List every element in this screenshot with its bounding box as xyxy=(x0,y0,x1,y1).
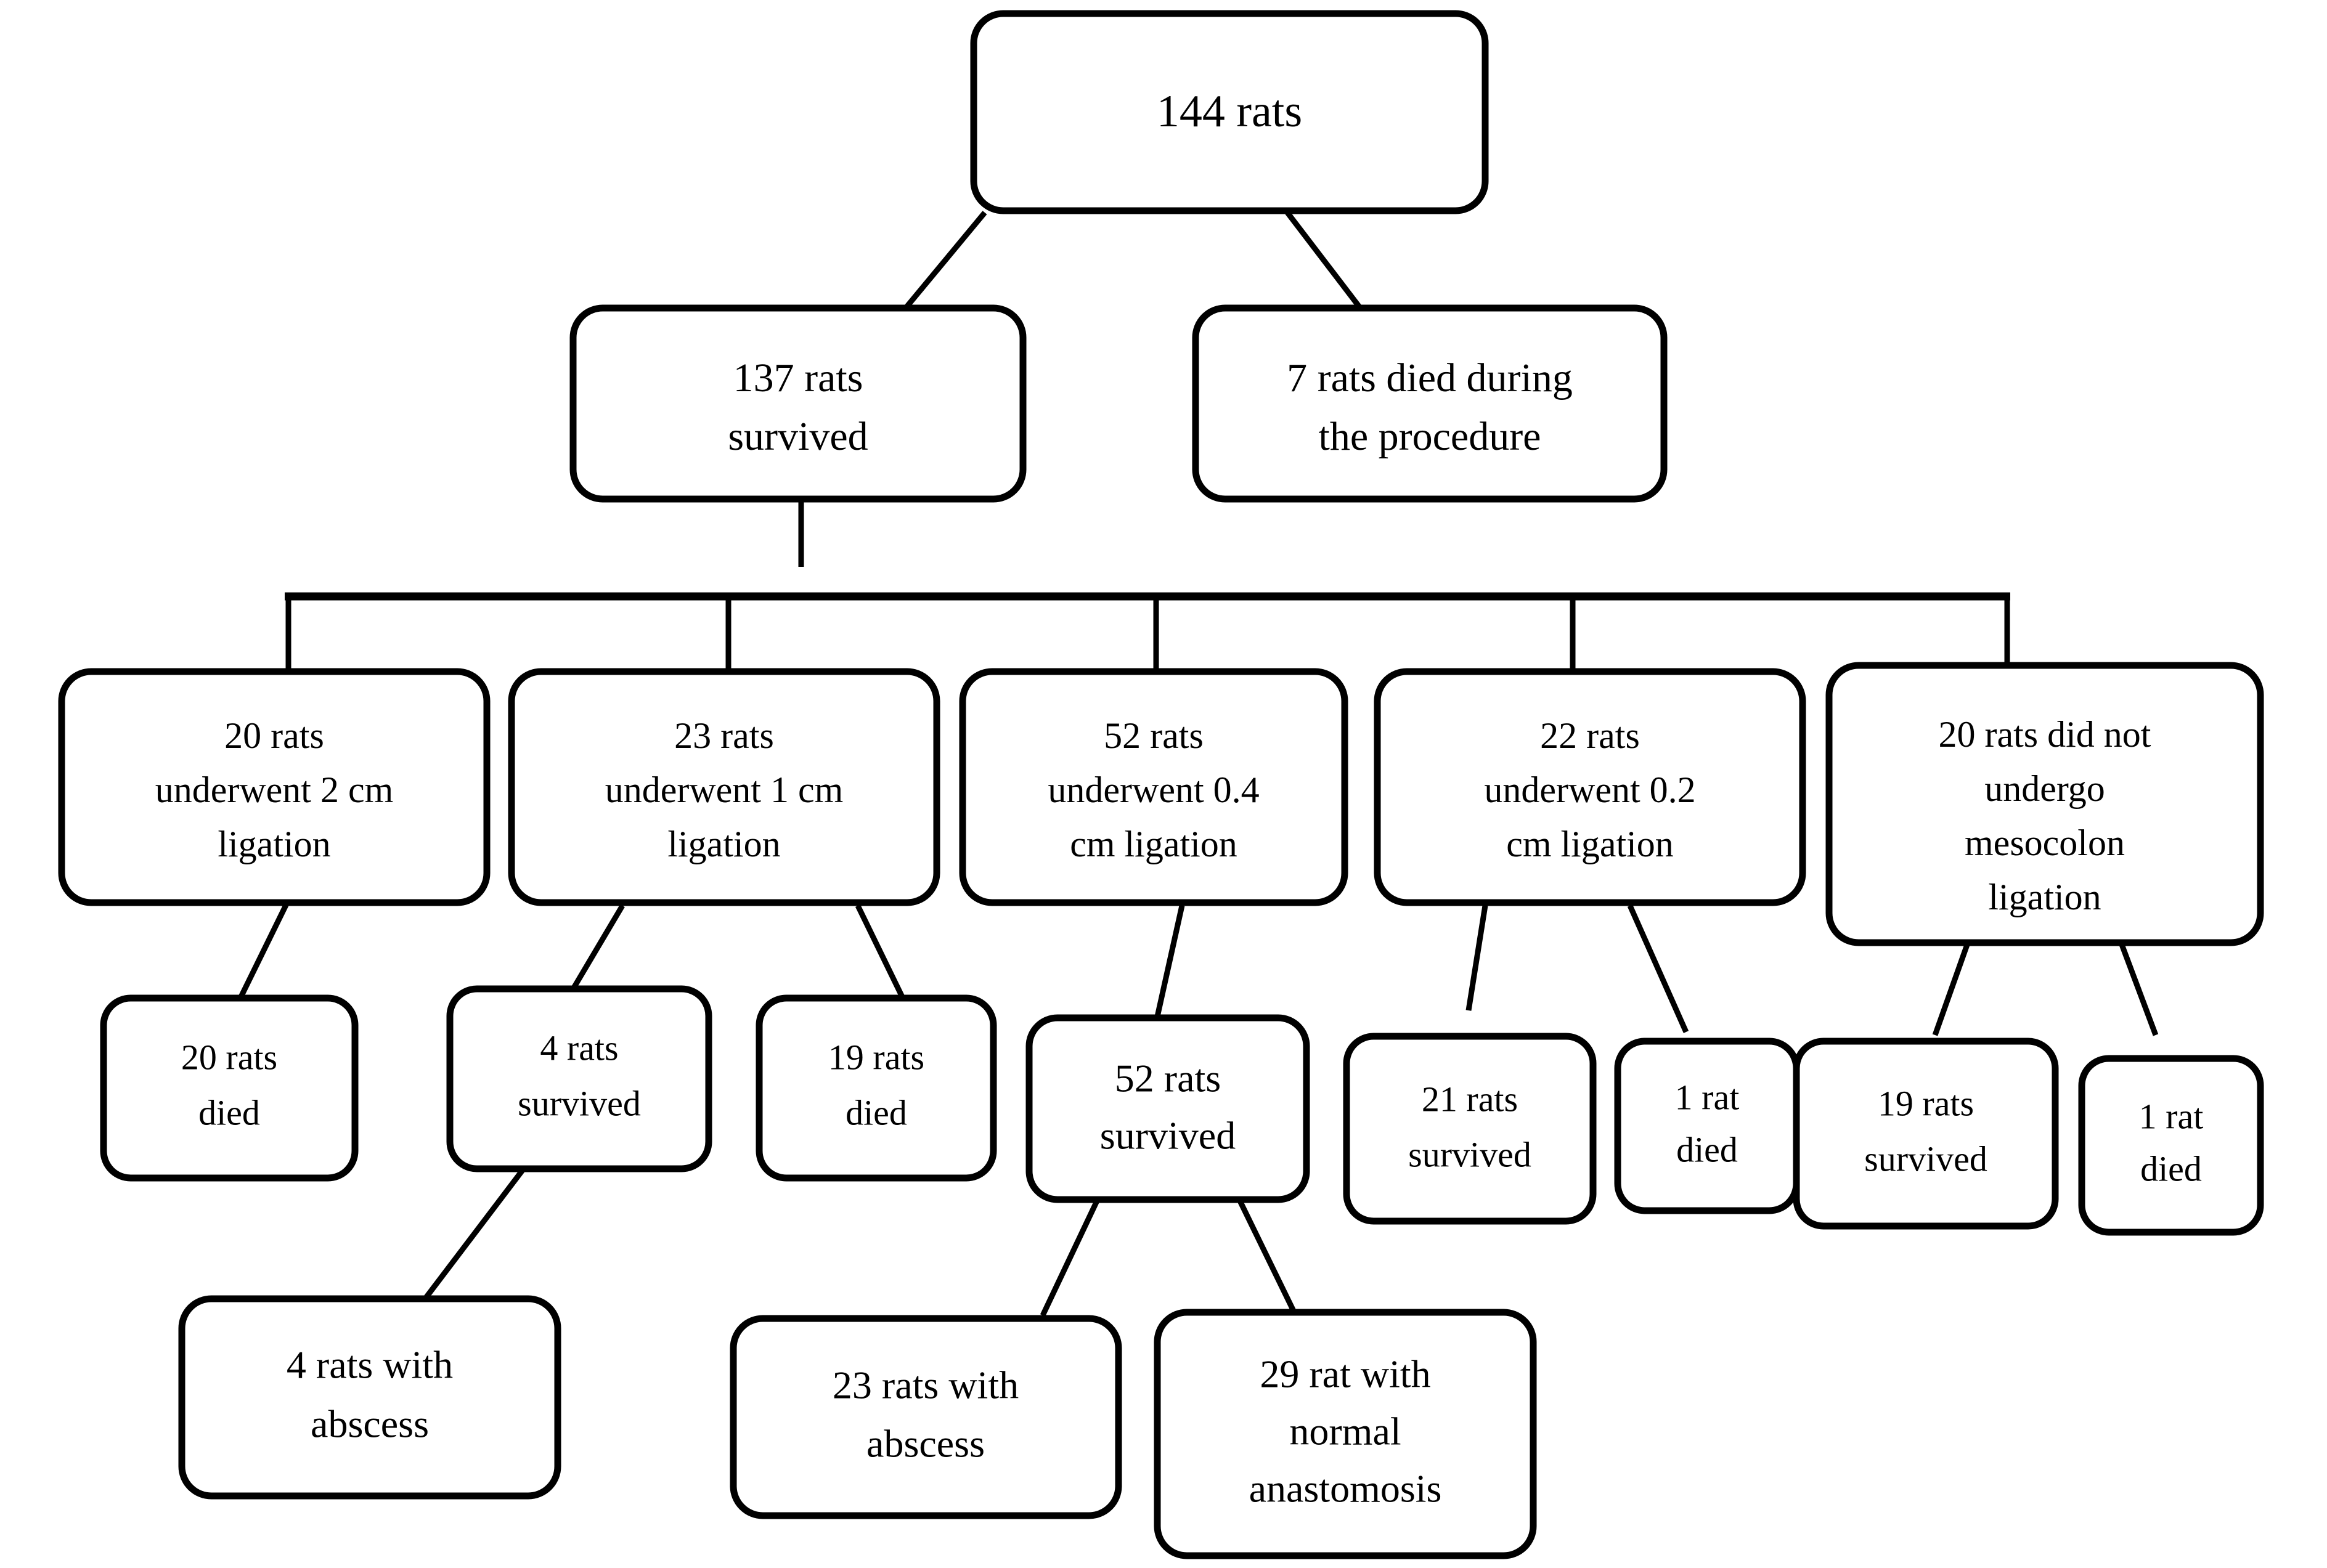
node-137-survived[interactable]: 137 rats survived xyxy=(569,304,1027,503)
node-normal-anastomosis-29-line-2: anastomosis xyxy=(1249,1467,1442,1511)
node-group-04cm-line-0: 52 rats xyxy=(1104,715,1204,756)
node-group-02cm-line-1: underwent 0.2 xyxy=(1484,770,1695,810)
node-abscess-23-box xyxy=(730,1315,1122,1519)
node-group-04cm[interactable]: 52 rats underwent 0.4 cm ligation xyxy=(959,668,1348,906)
node-group-04cm-box xyxy=(959,668,1348,906)
node-52-survived-box xyxy=(1025,1014,1310,1203)
connector-52survived-to-normal xyxy=(1236,1197,1300,1320)
node-group-no-ligation-line-0: 20 rats did not xyxy=(1939,714,2151,755)
connector-52survived-to-abscess xyxy=(1040,1197,1101,1317)
connector-1cm-to-died xyxy=(855,904,906,999)
node-group-02cm-line-2: cm ligation xyxy=(1506,824,1674,864)
node-137-survived-line-1: survived xyxy=(728,414,868,459)
node-abscess-23[interactable]: 23 rats with abscess xyxy=(730,1315,1122,1519)
node-19-survived-none-line-1: survived xyxy=(1864,1139,1987,1179)
node-1-died-02cm-box xyxy=(1614,1038,1800,1214)
node-group-02cm-line-0: 22 rats xyxy=(1540,715,1640,756)
node-group-02cm[interactable]: 22 rats underwent 0.2 cm ligation xyxy=(1374,668,1806,906)
node-abscess-4-box xyxy=(178,1295,561,1500)
node-group-1cm-box xyxy=(508,668,940,906)
node-144-rats[interactable]: 144 rats xyxy=(970,10,1489,214)
node-group-1cm-line-2: ligation xyxy=(667,824,780,864)
connector-04cm-to-survived xyxy=(1154,905,1185,1017)
node-normal-anastomosis-29-box xyxy=(1154,1309,1537,1559)
node-abscess-4-line-1: abscess xyxy=(311,1402,429,1446)
node-normal-anastomosis-29-line-1: normal xyxy=(1289,1410,1401,1453)
node-20-died-box xyxy=(100,994,359,1182)
node-144-rats-box xyxy=(970,10,1489,214)
node-4-survived-box xyxy=(446,985,712,1172)
node-1-died-none-box xyxy=(2078,1055,2264,1236)
node-group-no-ligation-line-3: ligation xyxy=(1988,877,2101,917)
node-group-no-ligation-line-1: undergo xyxy=(1984,768,2105,809)
node-19-died-line-1: died xyxy=(846,1092,907,1132)
node-group-2cm-line-2: ligation xyxy=(218,824,330,864)
node-19-died-box xyxy=(756,994,997,1182)
node-group-1cm[interactable]: 23 rats underwent 1 cm ligation xyxy=(508,668,940,906)
node-1-died-none[interactable]: 1 rat died xyxy=(2078,1055,2264,1236)
connector-root-to-died xyxy=(1285,211,1361,308)
node-abscess-4-line-0: 4 rats with xyxy=(287,1343,453,1387)
node-7-died-procedure-line-0: 7 rats died during xyxy=(1287,355,1573,400)
node-20-died-line-1: died xyxy=(198,1092,260,1132)
node-1-died-02cm-line-0: 1 rat xyxy=(1675,1077,1740,1117)
node-21-survived-box xyxy=(1343,1033,1597,1225)
node-4-survived[interactable]: 4 rats survived xyxy=(446,985,712,1172)
node-21-survived[interactable]: 21 rats survived xyxy=(1343,1033,1597,1225)
connector-4survived-to-abscess xyxy=(424,1163,529,1299)
node-normal-anastomosis-29[interactable]: 29 rat with normal anastomosis xyxy=(1154,1309,1537,1559)
node-group-04cm-line-1: underwent 0.4 xyxy=(1048,770,1259,810)
node-144-rats-line-0: 144 rats xyxy=(1157,86,1302,137)
node-group-2cm-box xyxy=(58,668,491,906)
node-4-survived-line-1: survived xyxy=(518,1083,641,1123)
node-52-survived[interactable]: 52 rats survived xyxy=(1025,1014,1310,1203)
node-19-died[interactable]: 19 rats died xyxy=(756,994,997,1182)
node-abscess-4[interactable]: 4 rats with abscess xyxy=(178,1295,561,1500)
node-group-1cm-line-0: 23 rats xyxy=(674,715,774,756)
node-19-died-line-0: 19 rats xyxy=(828,1037,924,1077)
connector-1cm-to-survived xyxy=(571,904,625,991)
node-group-2cm-line-0: 20 rats xyxy=(224,715,324,756)
connector-02cm-to-died xyxy=(1627,904,1689,1033)
node-group-1cm-line-1: underwent 1 cm xyxy=(605,770,844,810)
node-group-no-ligation[interactable]: 20 rats did not undergo mesocolon ligati… xyxy=(1825,662,2264,946)
node-normal-anastomosis-29-line-0: 29 rat with xyxy=(1260,1352,1430,1396)
connector-group xyxy=(237,211,2159,1320)
node-7-died-procedure-line-1: the procedure xyxy=(1319,414,1541,459)
node-1-died-02cm[interactable]: 1 rat died xyxy=(1614,1038,1800,1214)
node-group-02cm-box xyxy=(1374,668,1806,906)
node-21-survived-line-0: 21 rats xyxy=(1422,1079,1518,1119)
node-group-2cm[interactable]: 20 rats underwent 2 cm ligation xyxy=(58,668,491,906)
node-1-died-none-line-1: died xyxy=(2140,1148,2202,1188)
connector-02cm-to-survived xyxy=(1465,905,1488,1011)
node-7-died-procedure[interactable]: 7 rats died during the procedure xyxy=(1192,304,1668,503)
node-abscess-23-line-1: abscess xyxy=(866,1422,985,1466)
node-group-04cm-line-2: cm ligation xyxy=(1070,824,1237,864)
node-20-died-line-0: 20 rats xyxy=(181,1037,277,1077)
node-7-died-procedure-box xyxy=(1192,304,1668,503)
node-52-survived-line-1: survived xyxy=(1100,1114,1236,1158)
node-52-survived-line-0: 52 rats xyxy=(1115,1057,1221,1100)
node-group-no-ligation-box xyxy=(1825,662,2264,946)
connector-root-to-survived xyxy=(905,211,987,308)
connector-none-to-survived xyxy=(1932,938,1972,1036)
node-19-survived-none-line-0: 19 rats xyxy=(1878,1083,1974,1123)
node-4-survived-line-0: 4 rats xyxy=(540,1028,618,1068)
node-group-2cm-line-1: underwent 2 cm xyxy=(155,770,394,810)
node-20-died[interactable]: 20 rats died xyxy=(100,994,359,1182)
connector-2cm-to-died xyxy=(237,901,290,999)
node-19-survived-none[interactable]: 19 rats survived xyxy=(1793,1038,2059,1230)
node-abscess-23-line-0: 23 rats with xyxy=(833,1363,1019,1407)
node-137-survived-box xyxy=(569,304,1027,503)
node-21-survived-line-1: survived xyxy=(1408,1134,1531,1174)
node-19-survived-none-box xyxy=(1793,1038,2059,1230)
node-1-died-02cm-line-1: died xyxy=(1676,1129,1738,1169)
connector-none-to-died xyxy=(2117,938,2159,1036)
node-1-died-none-line-0: 1 rat xyxy=(2139,1096,2204,1136)
node-137-survived-line-0: 137 rats xyxy=(733,355,863,400)
node-group-no-ligation-line-2: mesocolon xyxy=(1965,823,2125,863)
